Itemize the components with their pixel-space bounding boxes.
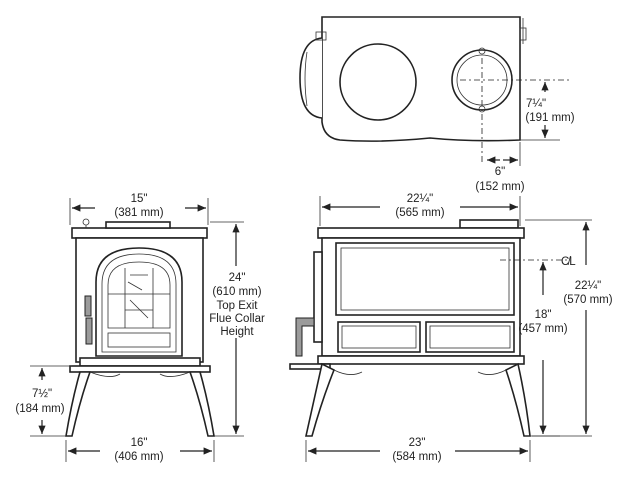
front-left-leg (65, 371, 92, 437)
top-flue-side-in: 6" (495, 166, 505, 178)
side-right-height-mm: (570 mm) (563, 294, 612, 306)
front-view: 15" (381 mm) 24" (610 mm) T (15, 193, 265, 463)
side-center-height-mm: (457 mm) (518, 323, 567, 335)
top-view-handle (299, 37, 323, 119)
side-front-leg (305, 362, 336, 437)
top-flue-offset-mm: (191 mm) (525, 112, 574, 124)
side-upper-panel (335, 242, 515, 316)
front-height-note2: Flue Collar (209, 313, 265, 325)
front-height-note1: Top Exit (217, 300, 259, 312)
side-top-depth-in: 22¼" (407, 193, 433, 205)
side-right-height-in: 22¼" (575, 280, 601, 292)
centerline-symbol: C̸L (561, 256, 576, 268)
side-base-depth-mm: (584 mm) (392, 451, 441, 463)
side-base-depth-in: 23" (409, 437, 426, 449)
side-center-height-in: 18" (535, 309, 552, 321)
front-base-width-in: 16" (131, 437, 148, 449)
top-flue-offset-in: 7¼" (526, 98, 546, 110)
front-door (95, 247, 183, 357)
front-width-in: 15" (131, 193, 148, 205)
top-view-cooktop-circle (339, 43, 417, 121)
top-view: 7¼" (191 mm) 6" (152 mm) (299, 16, 575, 193)
side-top-depth-mm: (565 mm) (395, 207, 444, 219)
front-width-mm: (381 mm) (114, 207, 163, 219)
front-height-note3: Height (220, 326, 254, 338)
side-rear-leg (505, 362, 531, 437)
leg-height-mm: (184 mm) (15, 403, 64, 415)
front-height-in: 24" (229, 272, 246, 284)
front-right-leg (188, 371, 215, 437)
front-base-width-mm: (406 mm) (114, 451, 163, 463)
top-flue-side-mm: (152 mm) (475, 181, 524, 193)
leg-height-in: 7½" (32, 388, 52, 400)
front-height-mm: (610 mm) (212, 286, 261, 298)
side-view: 22¼" (565 mm) C̸L 18" (457 mm) (289, 193, 613, 463)
